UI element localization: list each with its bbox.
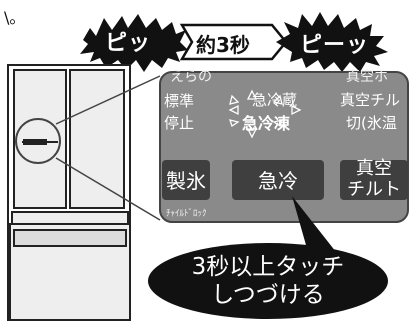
- mode-quick-chill: 急冷蔵: [252, 91, 298, 109]
- mode-stop: 停止: [164, 114, 195, 132]
- vacuum-chilled-line1: 真空: [356, 158, 392, 179]
- mode-standard: 標準: [164, 92, 195, 110]
- duration-label: 約3秒: [196, 33, 250, 57]
- child-lock-label: ﾁｬｲﾙﾄﾞﾛｯｸ: [166, 209, 207, 219]
- callout-tail: [292, 196, 336, 252]
- callout-line1: 3秒以上タッチ: [191, 254, 345, 280]
- beep-short-label: ピッ: [105, 31, 152, 56]
- refrigerator-illustration: [7, 64, 131, 321]
- mode-cut-freeze: 切(氷温: [346, 114, 397, 132]
- beep-short-burst: [80, 14, 188, 72]
- beep-long-label: ピーッ: [300, 33, 370, 58]
- beep-long-burst: [276, 12, 388, 72]
- callout-line2: しつづける: [211, 282, 325, 308]
- panel-highlight-circle: [15, 118, 61, 164]
- panel-top-left-text: えらの: [170, 69, 212, 85]
- mode-vacuum-chilled: 真空チル: [340, 91, 401, 109]
- duration-arrow-box: [179, 23, 288, 61]
- vacuum-chilled-button-bg: [340, 160, 408, 200]
- ice-button[interactable]: 製氷: [166, 169, 206, 193]
- vacuum-chilled-line2: チルト: [347, 179, 401, 200]
- top-mark: \。: [4, 8, 26, 27]
- panel-top-right-text: 真空ホ: [346, 69, 388, 85]
- quick-cool-button[interactable]: 急冷: [258, 169, 298, 193]
- callout-bubble: [148, 243, 388, 319]
- blink-indicator-marks: [228, 89, 302, 139]
- quick-cool-button-bg: [232, 160, 324, 200]
- vacuum-chilled-button[interactable]: 真空 チルト: [340, 158, 408, 200]
- ice-button-bg: [162, 160, 210, 200]
- mode-quick-freeze: 急冷凍: [242, 114, 291, 133]
